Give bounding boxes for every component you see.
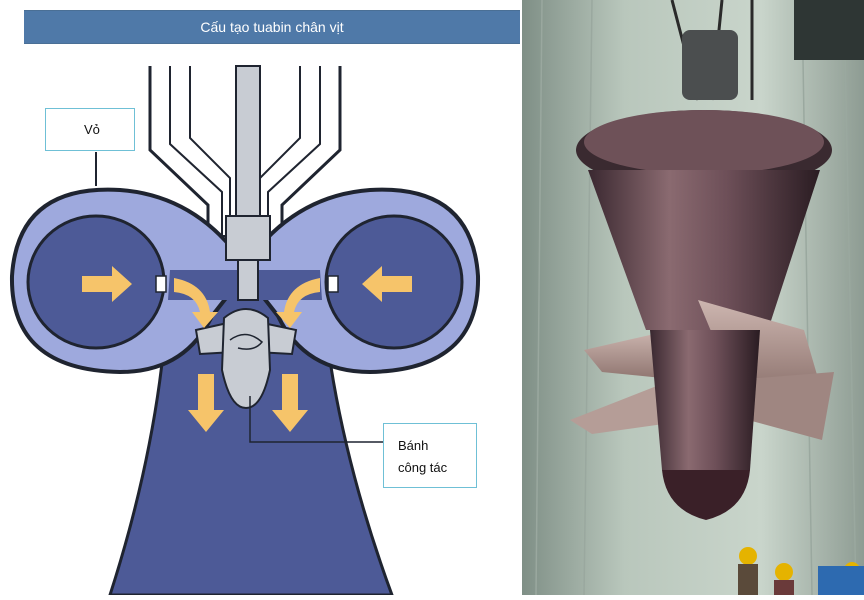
- label-casing-text: Vỏ: [84, 122, 100, 137]
- wicket-gate-left: [156, 276, 166, 292]
- turbine-runner-photo: [522, 0, 864, 595]
- diagram-title: Cấu tạo tuabin chân vịt: [24, 10, 520, 44]
- turbine-photo-panel: [522, 0, 864, 595]
- shaft-coupling: [226, 216, 270, 260]
- wicket-gate-right: [328, 276, 338, 292]
- shaft-lower: [238, 260, 258, 300]
- label-runner-line2: công tác: [398, 457, 476, 479]
- label-runner: Bánh công tác: [383, 423, 477, 488]
- label-runner-line1: Bánh: [398, 435, 476, 457]
- runner-hub: [222, 309, 270, 408]
- crane-hook: [682, 30, 738, 100]
- turbine-diagram-panel: Cấu tạo tuabin chân vịt: [0, 0, 522, 595]
- top-flange-rim: [584, 110, 824, 174]
- runner-hub-body: [650, 330, 760, 470]
- main-shaft: [236, 66, 260, 226]
- wall-dark-corner: [794, 0, 864, 60]
- label-casing: Vỏ: [45, 108, 135, 151]
